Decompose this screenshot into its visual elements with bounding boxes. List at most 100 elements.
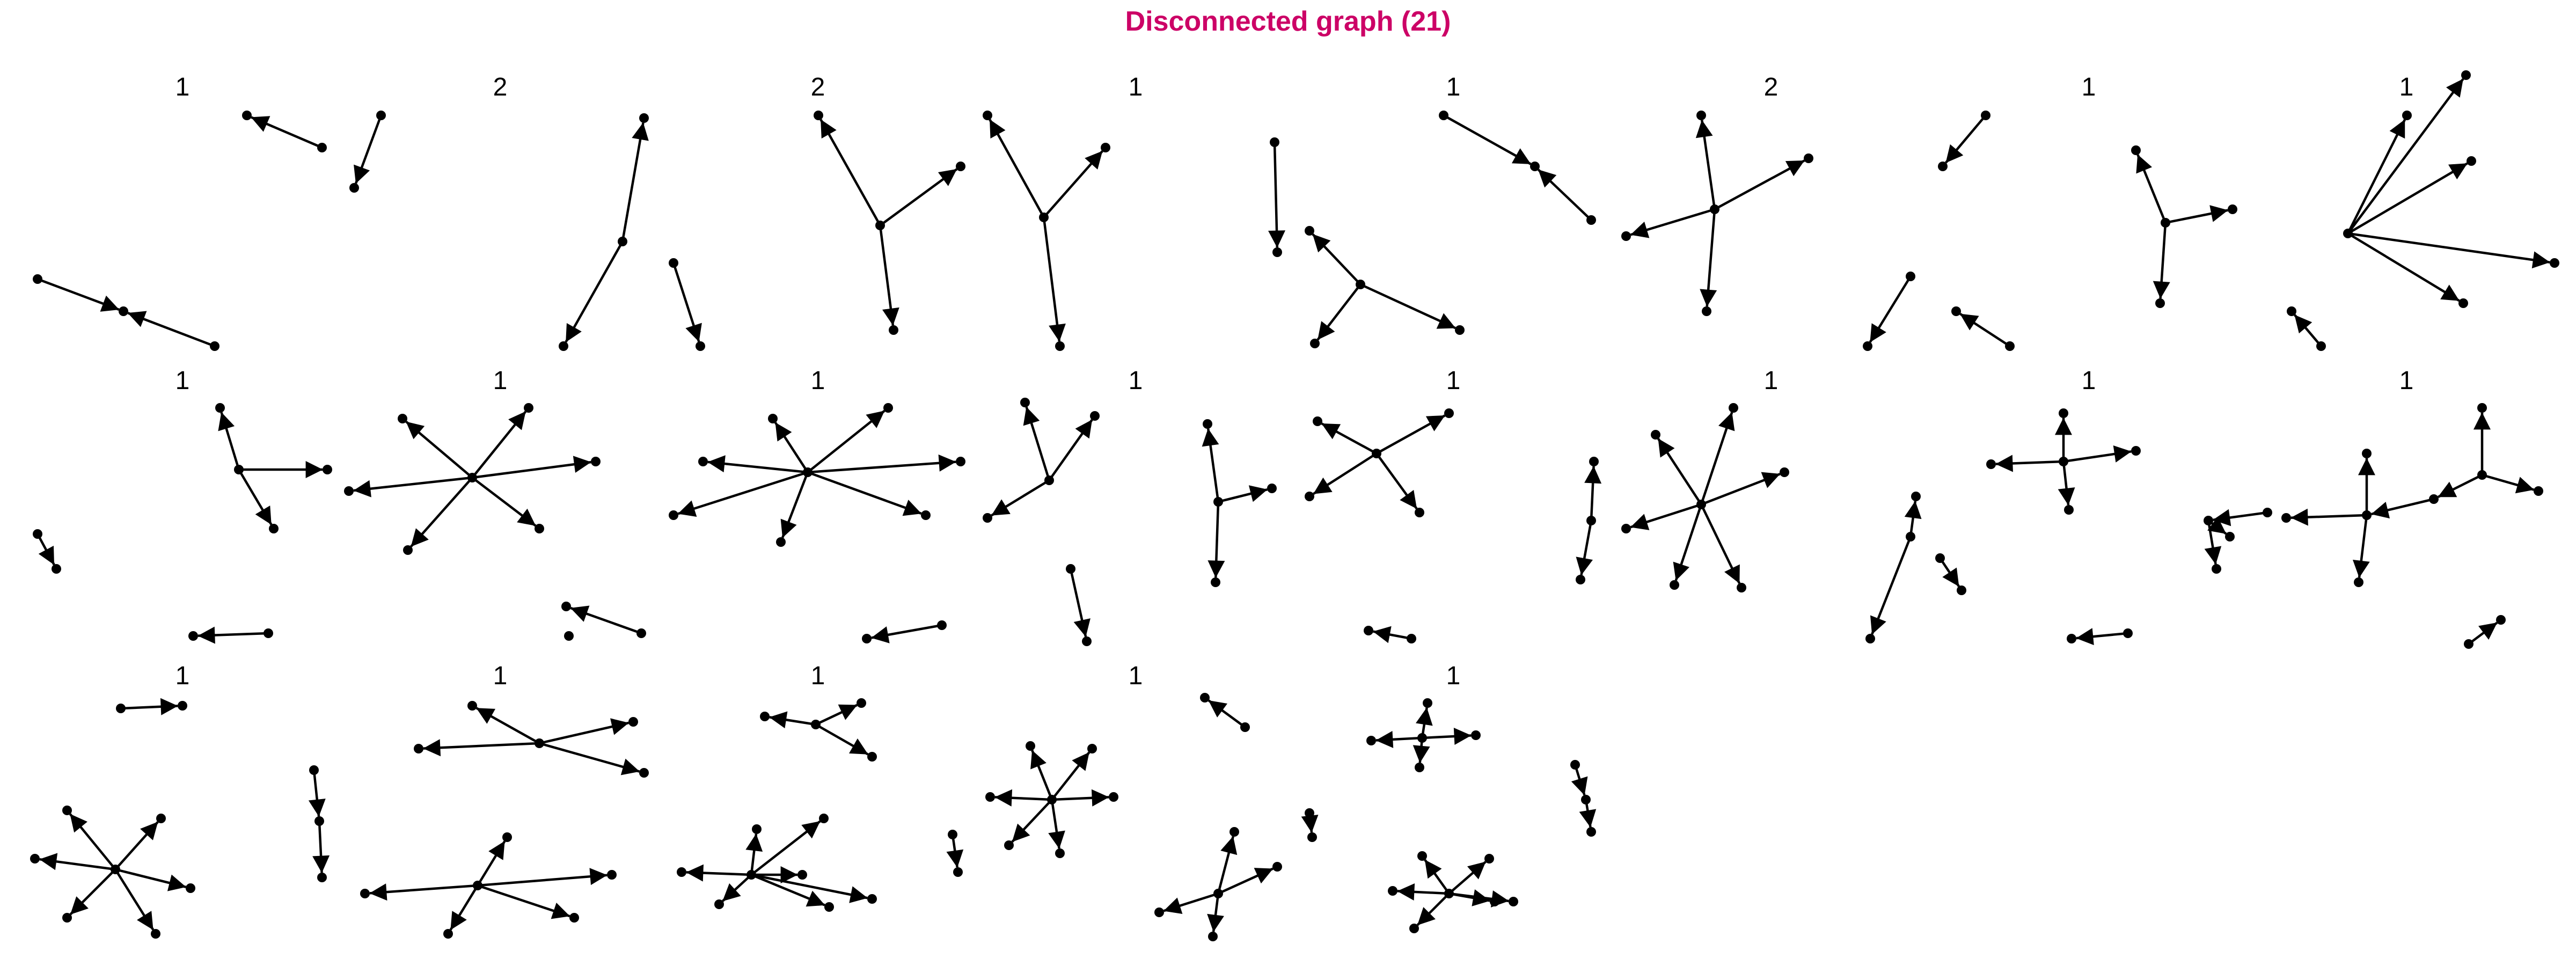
graph-edge bbox=[2371, 497, 2434, 519]
graph-node bbox=[1865, 634, 1875, 643]
graph-node bbox=[2402, 111, 2412, 120]
graph-edge bbox=[1011, 799, 1053, 843]
graph-node bbox=[698, 457, 708, 466]
graph-node bbox=[403, 545, 413, 555]
graph-node bbox=[1444, 889, 1454, 898]
graph-panel-21: 1 bbox=[1366, 662, 1597, 933]
graph-node bbox=[1372, 449, 1381, 458]
panel-label: 1 bbox=[1129, 73, 1143, 101]
graph-edge bbox=[751, 873, 868, 903]
graph-node bbox=[317, 143, 327, 152]
graph-node bbox=[1484, 854, 1494, 863]
panel-label: 1 bbox=[2399, 367, 2414, 395]
graph-node bbox=[677, 867, 686, 877]
graph-node bbox=[2354, 577, 2363, 587]
graph-node bbox=[1203, 419, 1212, 429]
graph-edge bbox=[405, 421, 473, 479]
graph-edge bbox=[989, 119, 1045, 218]
graph-node bbox=[398, 414, 407, 423]
graph-node bbox=[2316, 341, 2326, 351]
graph-node bbox=[269, 524, 279, 533]
graph-node bbox=[1670, 580, 1679, 590]
graph-edge bbox=[1397, 883, 1450, 901]
graph-edge bbox=[807, 471, 922, 516]
graph-node bbox=[776, 537, 786, 547]
graph-edge bbox=[1584, 466, 1602, 521]
graph-edge bbox=[565, 240, 624, 343]
graph-edge bbox=[1312, 233, 1362, 286]
graph-node bbox=[473, 881, 482, 890]
graph-node bbox=[1409, 924, 1419, 933]
graph-edge bbox=[1422, 727, 1472, 745]
graph-node bbox=[1004, 840, 1014, 850]
graph-edge bbox=[1208, 501, 1225, 578]
graph-edge bbox=[1939, 557, 1960, 587]
graph-node bbox=[1039, 213, 1049, 222]
graph-node bbox=[569, 913, 579, 923]
graph-node bbox=[1417, 851, 1427, 861]
graph-node bbox=[52, 564, 61, 574]
graph-node bbox=[188, 631, 198, 641]
graph-edge bbox=[672, 262, 702, 342]
graph-edge bbox=[774, 422, 809, 473]
graph-node bbox=[803, 467, 813, 477]
panel-label: 1 bbox=[175, 367, 190, 395]
graph-edge bbox=[2482, 473, 2534, 494]
graph-node bbox=[747, 870, 756, 880]
graph-node bbox=[1804, 153, 1813, 163]
graph-edge bbox=[1700, 412, 1735, 505]
graph-node bbox=[2458, 298, 2468, 308]
graph-edge bbox=[677, 471, 808, 517]
graph-edge bbox=[2347, 78, 2464, 235]
graph-node bbox=[591, 457, 601, 466]
graph-node bbox=[314, 816, 324, 826]
graph-node bbox=[360, 889, 370, 898]
graph-panel-19: 1 bbox=[677, 662, 877, 912]
panel-label: 1 bbox=[1446, 73, 1461, 101]
graph-node bbox=[2362, 510, 2372, 520]
graph-node bbox=[1087, 744, 1097, 753]
graph-edge bbox=[1042, 217, 1066, 342]
graph-node bbox=[1957, 586, 1966, 595]
graph-node bbox=[2155, 298, 2165, 308]
graph-edge bbox=[1995, 455, 2064, 472]
graph-edge bbox=[1448, 861, 1487, 895]
graph-edge bbox=[69, 813, 116, 870]
graph-node bbox=[2343, 229, 2353, 238]
graph-panel-10: 1 bbox=[344, 367, 646, 641]
graph-node bbox=[1307, 832, 1317, 842]
graph-node bbox=[983, 513, 992, 523]
graph-node bbox=[2228, 204, 2237, 214]
panel-label: 1 bbox=[1764, 367, 1779, 395]
graph-edge bbox=[2468, 621, 2498, 645]
graph-node bbox=[811, 720, 821, 729]
graph-edge bbox=[1537, 169, 1592, 221]
graph-node bbox=[1230, 827, 1239, 837]
graph-node bbox=[921, 510, 931, 520]
graph-node bbox=[376, 111, 386, 120]
graph-panel-8: 1 bbox=[2131, 70, 2559, 351]
graph-node bbox=[867, 894, 877, 904]
graph-node bbox=[443, 929, 453, 939]
graph-node bbox=[317, 873, 327, 882]
graph-node bbox=[2477, 470, 2487, 480]
graph-edge bbox=[1375, 730, 1423, 748]
panel-label: 1 bbox=[1129, 662, 1143, 690]
graph-edge bbox=[2438, 473, 2483, 498]
graph-node bbox=[1417, 733, 1427, 743]
graph-node bbox=[2464, 639, 2473, 649]
graph-edge bbox=[1218, 485, 1268, 503]
graph-node bbox=[1101, 143, 1110, 152]
graph-edge bbox=[946, 834, 964, 868]
graph-edge bbox=[1424, 859, 1450, 895]
graph-node bbox=[2225, 532, 2235, 541]
graph-edge bbox=[449, 884, 479, 931]
graph-node bbox=[1055, 848, 1065, 858]
graph-node bbox=[178, 701, 187, 711]
graph-node bbox=[1415, 763, 1424, 772]
graph-edge bbox=[750, 820, 821, 876]
graph-node bbox=[116, 704, 126, 713]
graph-edge bbox=[1630, 503, 1702, 530]
graph-edge bbox=[1701, 472, 1781, 506]
graph-node bbox=[33, 529, 42, 539]
